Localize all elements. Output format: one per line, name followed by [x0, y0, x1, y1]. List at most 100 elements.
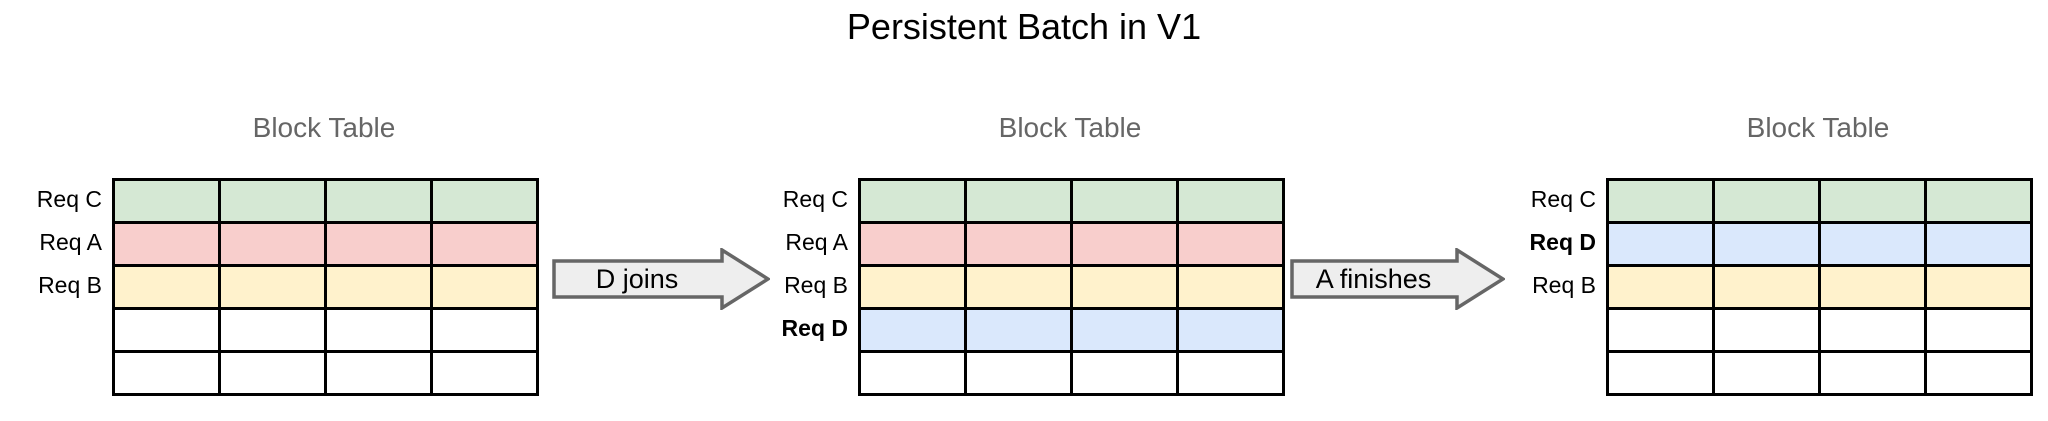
- block-cell: [967, 310, 1073, 353]
- block-cell: [221, 181, 327, 224]
- block-cell: [1715, 224, 1821, 267]
- block-arrow-shape: [1290, 248, 1505, 310]
- row-label-req-c: Req C: [1530, 186, 1596, 212]
- block-cell: [1179, 310, 1285, 353]
- block-cell: [1927, 353, 2033, 396]
- block-cell: [327, 181, 433, 224]
- table-row: [115, 353, 539, 396]
- block-cell: [327, 353, 433, 396]
- block-cell: [221, 353, 327, 396]
- table-row: [115, 310, 539, 353]
- row-label-empty: [1486, 350, 1606, 393]
- block-cell: [1715, 353, 1821, 396]
- block-cell: [1821, 181, 1927, 224]
- block-cell: [1715, 181, 1821, 224]
- block-cell: [327, 224, 433, 267]
- block-cell: [433, 224, 539, 267]
- block-cell: [1821, 267, 1927, 310]
- block-cell: [1073, 353, 1179, 396]
- stage-2-title: Block Table: [998, 112, 1142, 143]
- block-cell: [967, 353, 1073, 396]
- row-label-empty: [1486, 307, 1606, 350]
- block-cell: [1821, 224, 1927, 267]
- block-cell: [115, 181, 221, 224]
- block-cell: [1821, 310, 1927, 353]
- block-cell: [861, 224, 967, 267]
- block-cell: [1927, 224, 2033, 267]
- block-cell: [1821, 353, 1927, 396]
- row-label-empty: [0, 350, 112, 393]
- block-cell: [1073, 267, 1179, 310]
- block-cell: [1179, 267, 1285, 310]
- page-title: Persistent Batch in V1: [846, 6, 1202, 47]
- table-row: [861, 224, 1285, 267]
- block-cell: [861, 267, 967, 310]
- block-cell: [221, 310, 327, 353]
- stage-1-row-labels: Req C Req A Req B: [0, 178, 112, 393]
- table-row: [861, 181, 1285, 224]
- row-label-req-c: Req C: [36, 186, 102, 212]
- block-cell: [1179, 181, 1285, 224]
- block-cell: [967, 224, 1073, 267]
- stage-2-block-table: [858, 178, 1285, 396]
- block-cell: [115, 310, 221, 353]
- row-label-req-d: Req D: [1529, 229, 1596, 255]
- row-label-req-d: Req D: [781, 315, 848, 341]
- block-arrow-shape: [552, 248, 770, 310]
- block-cell: [221, 267, 327, 310]
- block-cell: [1179, 353, 1285, 396]
- table-row: [1609, 310, 2033, 353]
- block-cell: [115, 224, 221, 267]
- block-cell: [1179, 224, 1285, 267]
- block-cell: [1715, 310, 1821, 353]
- row-label-req-c: Req C: [782, 186, 848, 212]
- block-cell: [1609, 224, 1715, 267]
- table-row: [861, 267, 1285, 310]
- transition-arrow-a-finishes: A finishes: [1290, 248, 1505, 310]
- block-cell: [967, 267, 1073, 310]
- table-row: [1609, 224, 2033, 267]
- stage-3-block-table: [1606, 178, 2033, 396]
- block-cell: [433, 181, 539, 224]
- block-cell: [1073, 181, 1179, 224]
- table-row: [1609, 267, 2033, 310]
- table-row: [1609, 353, 2033, 396]
- stage-1-title: Block Table: [252, 112, 396, 143]
- row-label-empty: [0, 307, 112, 350]
- stage-3-title: Block Table: [1746, 112, 1890, 143]
- block-cell: [433, 310, 539, 353]
- block-cell: [1715, 267, 1821, 310]
- block-cell: [327, 267, 433, 310]
- block-cell: [433, 267, 539, 310]
- block-cell: [433, 353, 539, 396]
- block-cell: [115, 353, 221, 396]
- table-row: [115, 267, 539, 310]
- table-row: [115, 181, 539, 224]
- block-cell: [221, 224, 327, 267]
- table-row: [115, 224, 539, 267]
- block-cell: [967, 181, 1073, 224]
- block-cell: [1609, 310, 1715, 353]
- row-label-req-b: Req B: [38, 272, 102, 298]
- table-row: [861, 310, 1285, 353]
- table-row: [1609, 181, 2033, 224]
- block-cell: [861, 353, 967, 396]
- block-cell: [861, 310, 967, 353]
- stage-1-block-table: [112, 178, 539, 396]
- block-cell: [1609, 181, 1715, 224]
- block-cell: [115, 267, 221, 310]
- table-row: [861, 353, 1285, 396]
- block-cell: [327, 310, 433, 353]
- row-label-req-a: Req A: [39, 229, 102, 255]
- block-cell: [1073, 224, 1179, 267]
- block-cell: [1927, 267, 2033, 310]
- block-cell: [1927, 181, 2033, 224]
- row-label-req-a: Req A: [785, 229, 848, 255]
- row-label-empty: [738, 350, 858, 393]
- stage-2-row-labels: Req C Req A Req B Req D: [738, 178, 858, 393]
- block-cell: [1927, 310, 2033, 353]
- block-cell: [1073, 310, 1179, 353]
- row-label-req-b: Req B: [784, 272, 848, 298]
